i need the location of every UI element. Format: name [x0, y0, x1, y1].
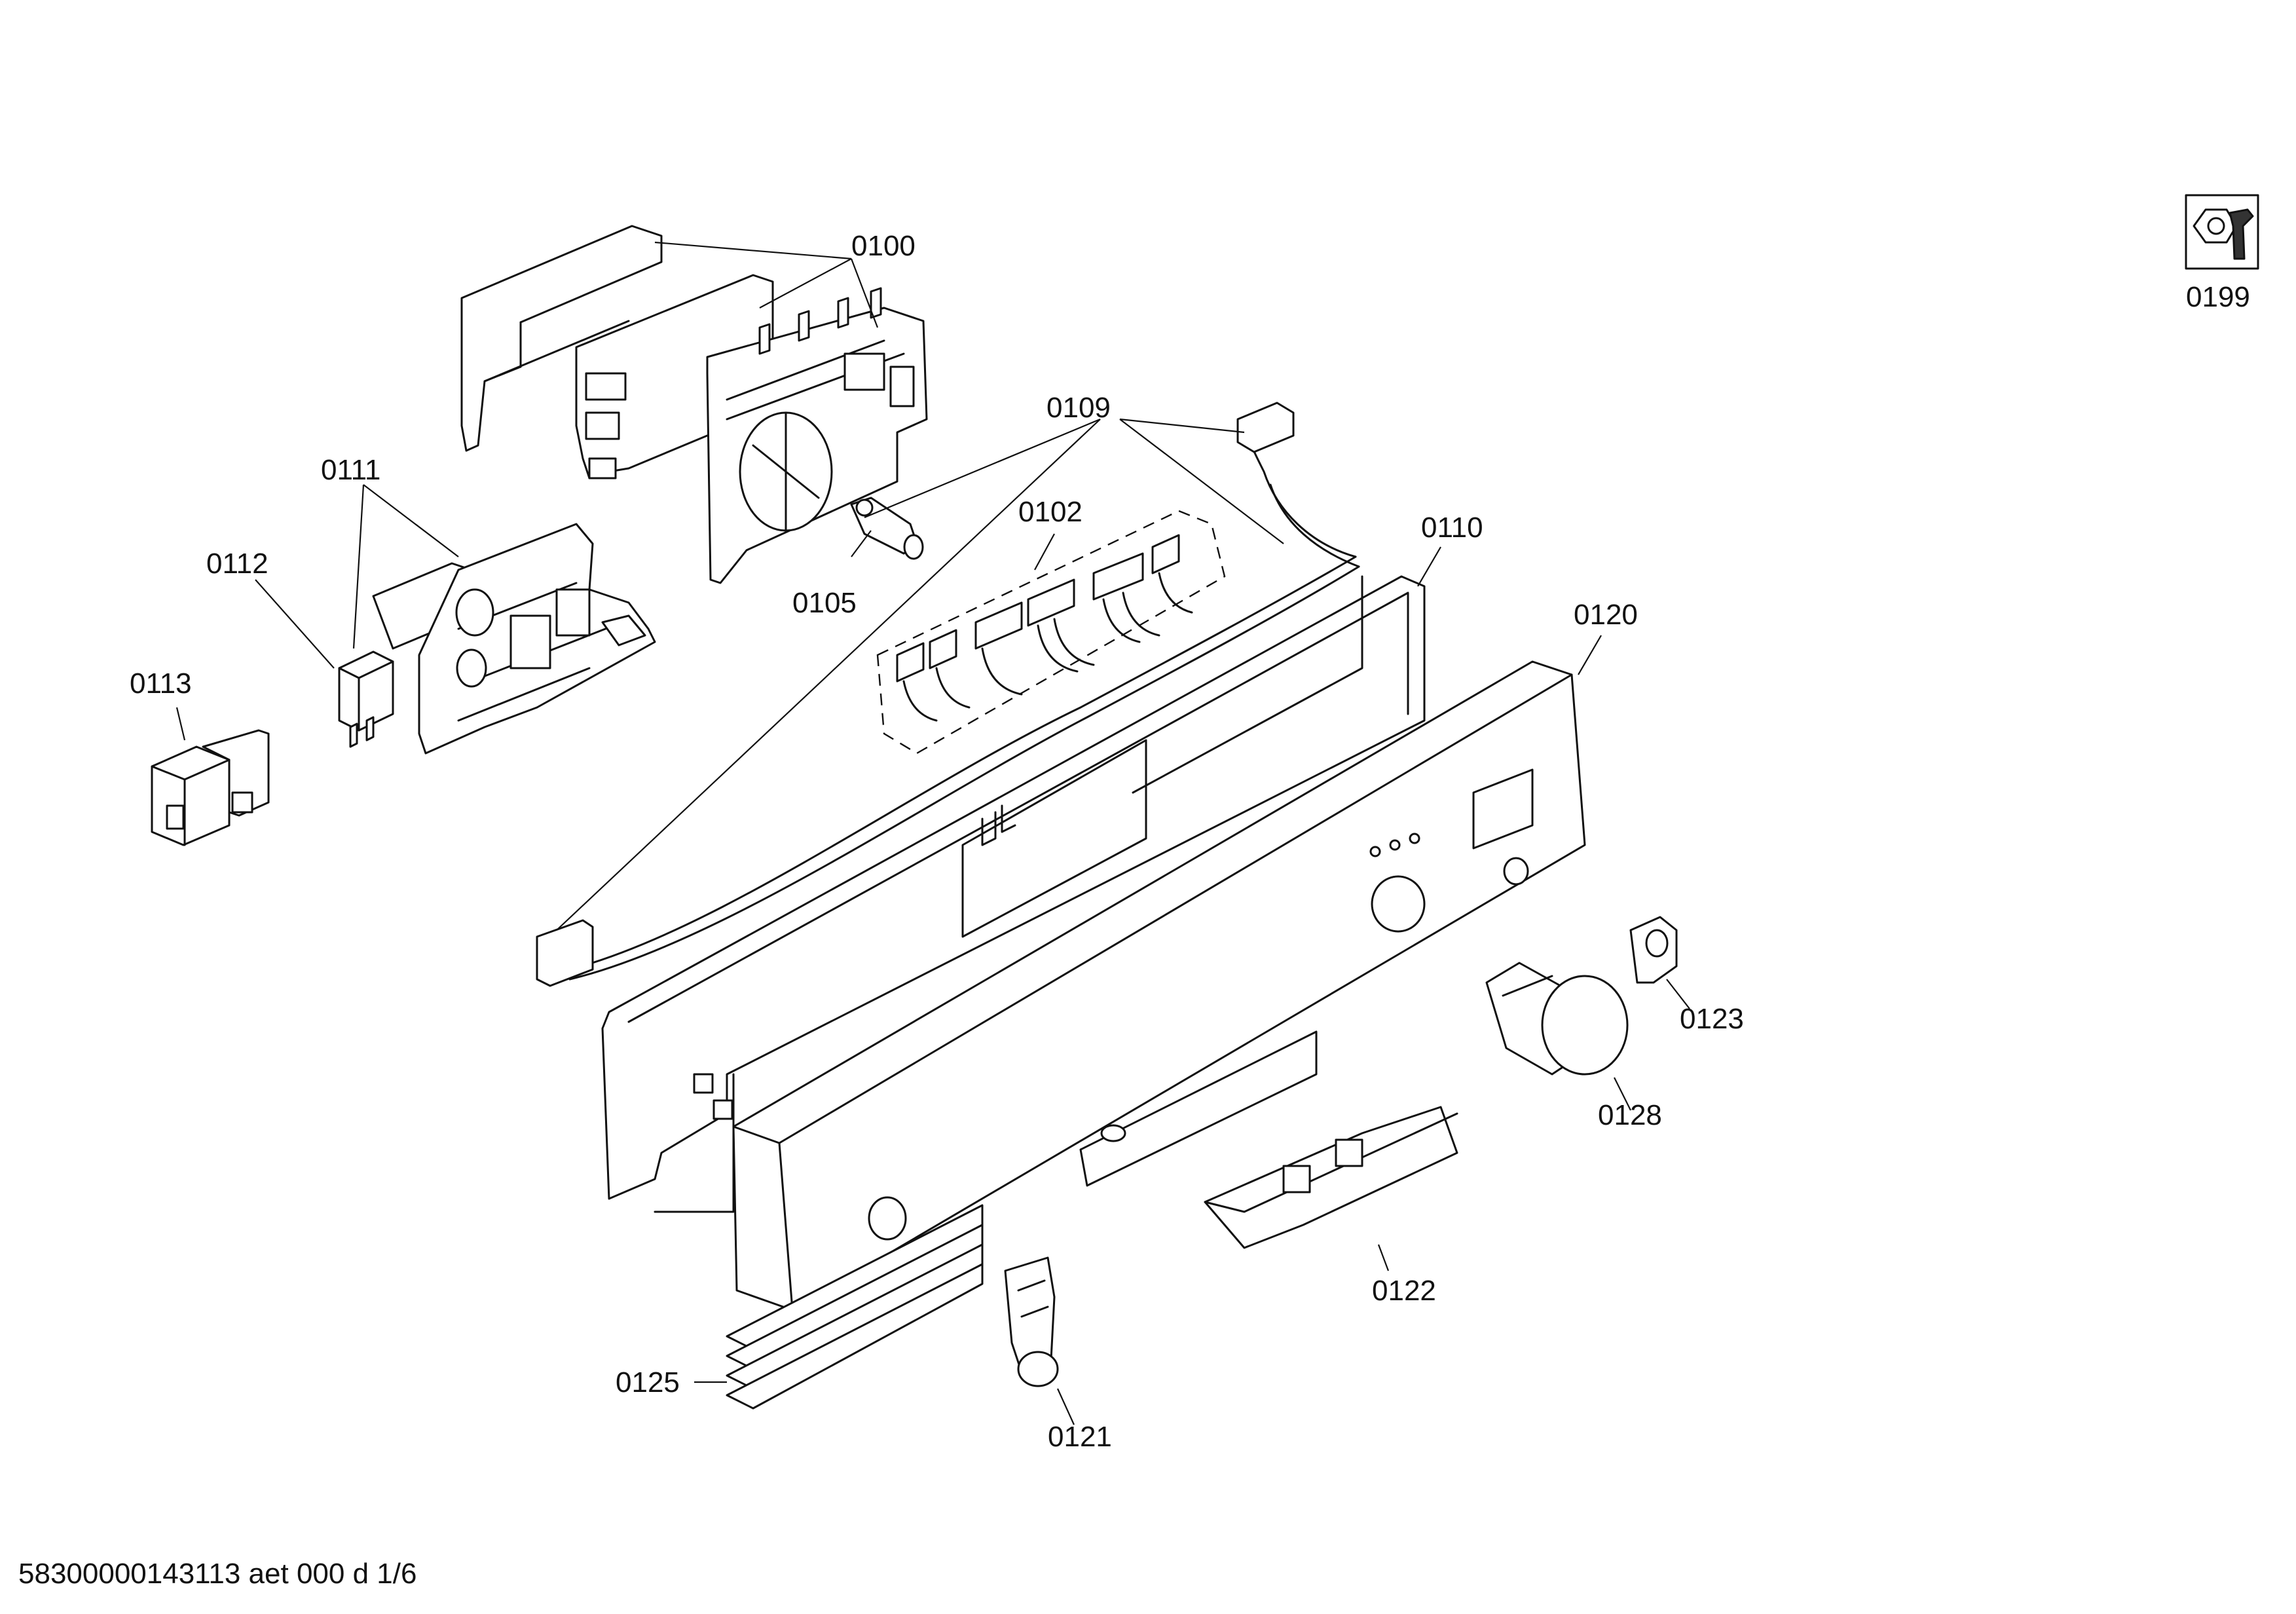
document-footer-code: 58300000143113 aet 000 d 1/6 [18, 1558, 417, 1590]
part-0113-switch[interactable] [151, 729, 270, 846]
callout-0199: 0199 [2186, 281, 2250, 313]
callout-0110: 0110 [1421, 512, 1483, 544]
callout-0125: 0125 [616, 1366, 680, 1398]
callout-0111: 0111 [321, 454, 380, 486]
callout-0123: 0123 [1680, 1003, 1744, 1035]
callout-0122: 0122 [1372, 1275, 1436, 1307]
part-0105-sensor[interactable] [850, 497, 924, 560]
callout-0105: 0105 [792, 587, 857, 619]
part-0120-front-fascia[interactable] [732, 660, 1586, 1311]
callout-labels: 0100 0109 0102 0110 0111 0112 0105 0113 … [130, 230, 2250, 1453]
callout-0100: 0100 [851, 230, 916, 262]
part-0128-knob[interactable] [1485, 962, 1629, 1076]
callout-0121: 0121 [1048, 1421, 1112, 1453]
part-0121-latch[interactable] [1004, 1256, 1059, 1387]
part-0122-handle[interactable] [1204, 1106, 1458, 1249]
part-0111-mechanism[interactable] [372, 523, 656, 755]
callout-0113: 0113 [130, 667, 192, 700]
hex-nut-wrench-icon [2185, 194, 2259, 270]
callout-0102: 0102 [1018, 496, 1083, 528]
part-0109-wire-harness[interactable] [536, 402, 1360, 987]
part-0112-block[interactable] [338, 650, 394, 748]
callout-0109: 0109 [1046, 392, 1111, 424]
part-0102-connectors[interactable] [876, 510, 1226, 755]
part-0100-control-module[interactable] [460, 225, 928, 584]
part-0110-inner-panel[interactable] [601, 575, 1426, 1213]
callout-0128: 0128 [1598, 1099, 1662, 1131]
part-0125-strips[interactable] [726, 1204, 984, 1410]
part-0123-clip[interactable] [1629, 916, 1678, 984]
leader-lines [176, 241, 1690, 1425]
callout-0112: 0112 [206, 548, 268, 580]
callout-0120: 0120 [1574, 599, 1638, 631]
